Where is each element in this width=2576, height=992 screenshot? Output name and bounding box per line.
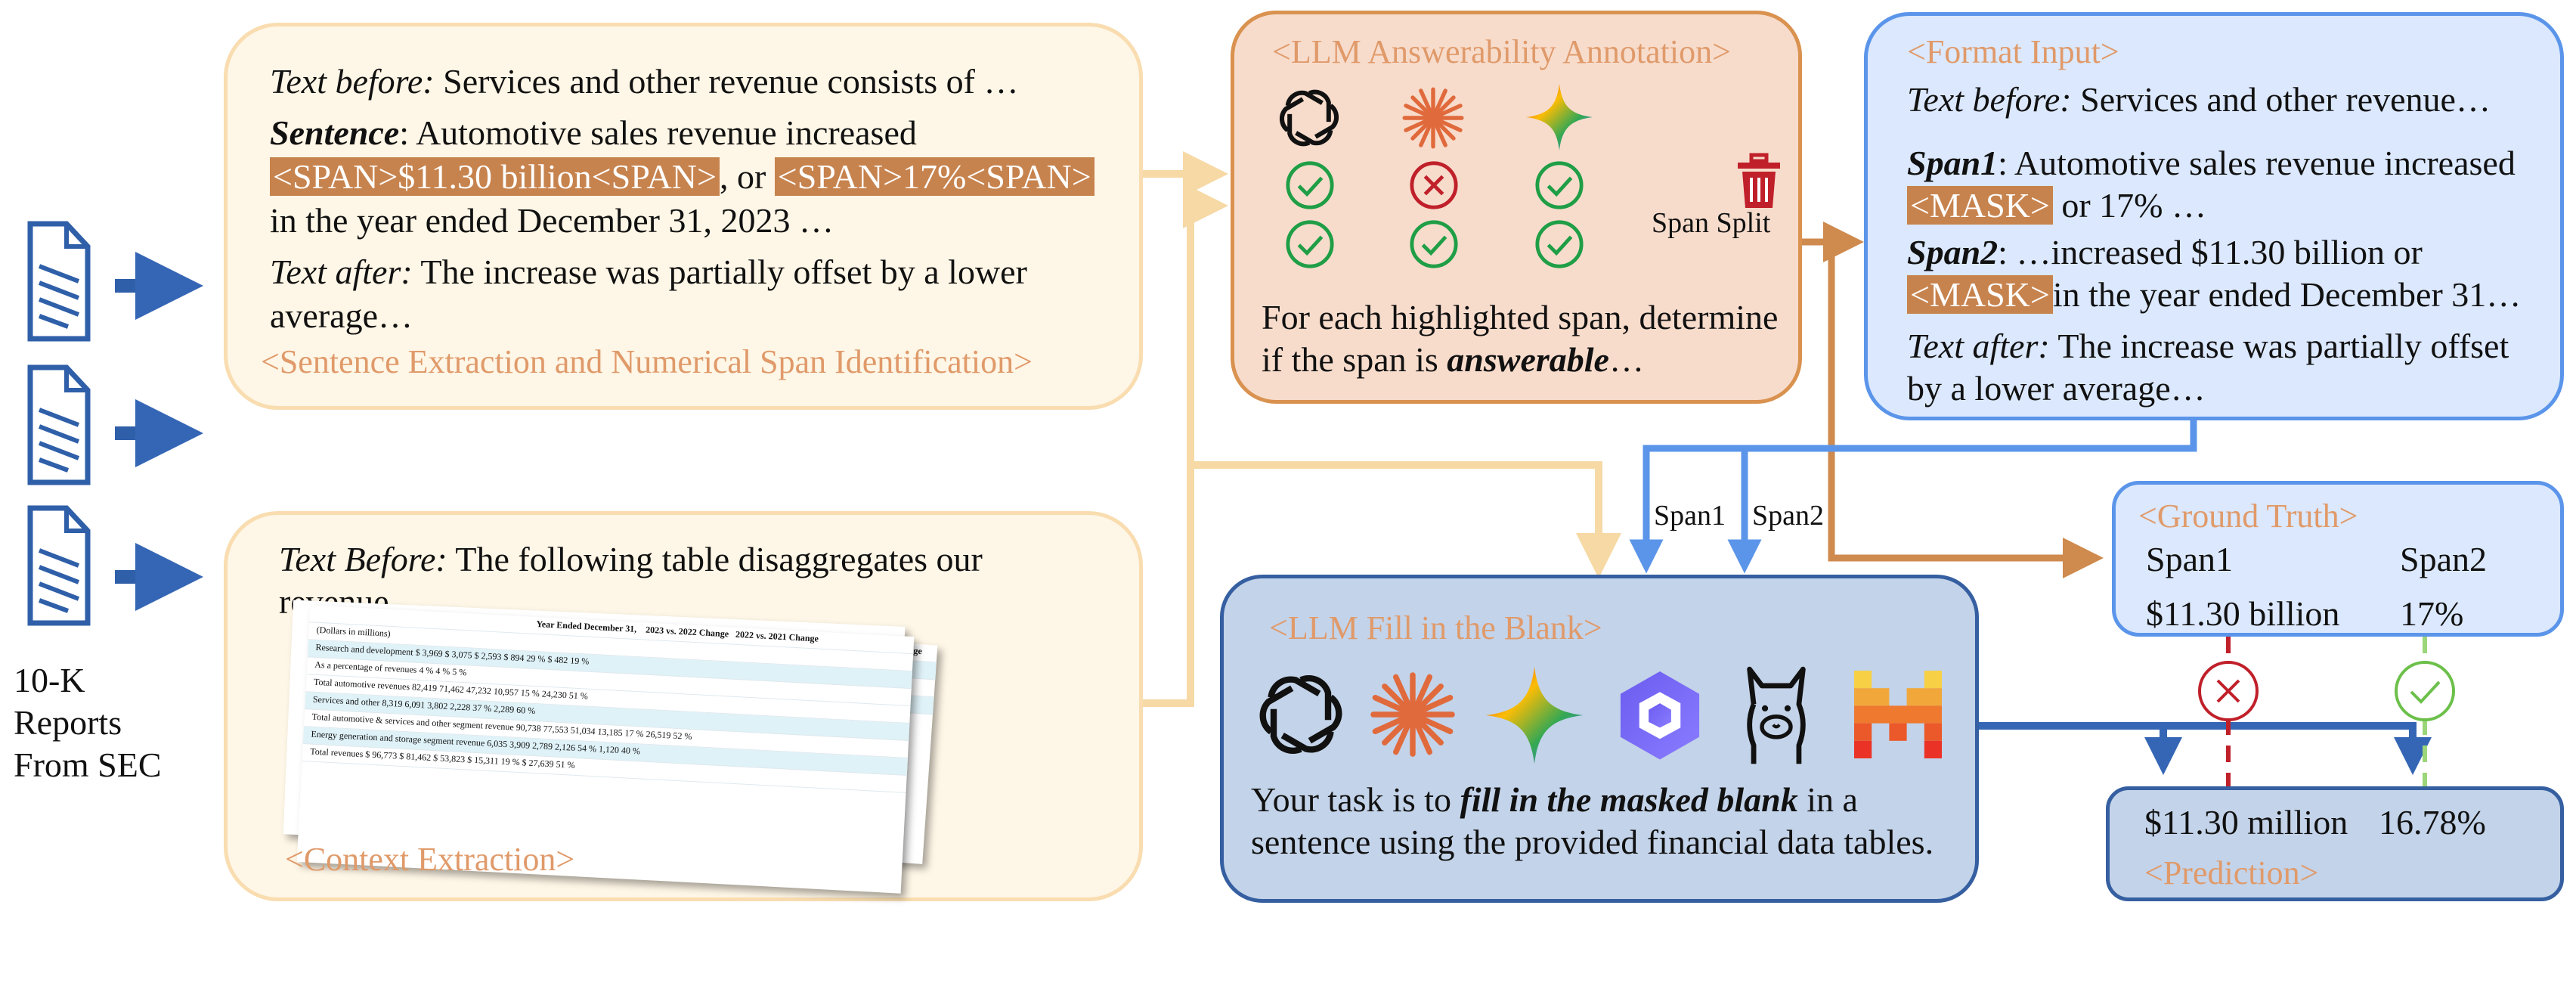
cross-icon [1410,161,1458,209]
check-icon [1410,220,1458,268]
ground-truth-box: <Ground Truth> Span1 Span2 $11.30 billio… [2112,481,2564,637]
source-label: 10-K Reports From SEC [14,661,162,784]
check-icon [1535,220,1584,268]
check-icon [1286,220,1334,268]
claude-icon [1370,672,1455,757]
box-title: <Ground Truth> [2138,498,2358,535]
openai-icon [1279,89,1339,147]
gemini-icon [1525,83,1593,151]
llama-icon [1747,666,1806,764]
arrow-label-span1: Span1 [1654,500,1726,532]
mistral-icon [1854,671,1942,758]
sentence-extraction-box: Text before: Services and other revenue … [224,23,1143,410]
mask-highlight: <MASK> [1907,275,2053,314]
openai-icon [1259,674,1342,755]
blue-arrows [1629,420,2197,574]
document-icon [27,221,91,342]
box-title: <LLM Answerability Annotation> [1272,33,1731,70]
arrow-label-span2: Span2 [1752,500,1824,532]
mask-highlight: <MASK> [1907,186,2053,225]
box-caption: <Sentence Extraction and Numerical Span … [261,343,1033,380]
cross-icon [2198,661,2259,721]
check-icon [1286,161,1334,209]
doc-arrows [115,252,203,611]
span-highlight: <SPAN>$11.30 billion<SPAN> [270,157,720,196]
box-caption: <Prediction> [2144,854,2319,891]
claude-icon [1402,87,1464,149]
cream-arrows [1143,151,1621,707]
box-caption: <Context Extraction> [285,841,575,878]
context-extraction-box: Text Before: The following table disaggr… [224,511,1143,901]
qwen-icon [1620,671,1700,760]
answerability-annotation-box: <LLM Answerability Annotation> [1231,11,1802,404]
span-highlight: <SPAN>17%<SPAN> [774,157,1094,196]
prediction-box: $11.30 million 16.78% <Prediction> [2106,786,2564,901]
box-title: <Format Input> [1907,33,2119,70]
check-icon [1535,161,1584,209]
box-title: <LLM Fill in the Blank> [1269,609,1602,646]
check-icon [2395,661,2455,721]
fill-in-blank-box: <LLM Fill in the Blank> [1220,575,1979,903]
gemini-icon [1485,666,1584,764]
document-icon [27,364,91,485]
format-input-box: <Format Input> Text before: Services and… [1864,12,2564,420]
trash-icon [1738,153,1780,208]
document-icon [27,505,91,626]
span-split-label: Span Split [1652,207,1771,239]
navy-arrows [1978,722,2432,775]
